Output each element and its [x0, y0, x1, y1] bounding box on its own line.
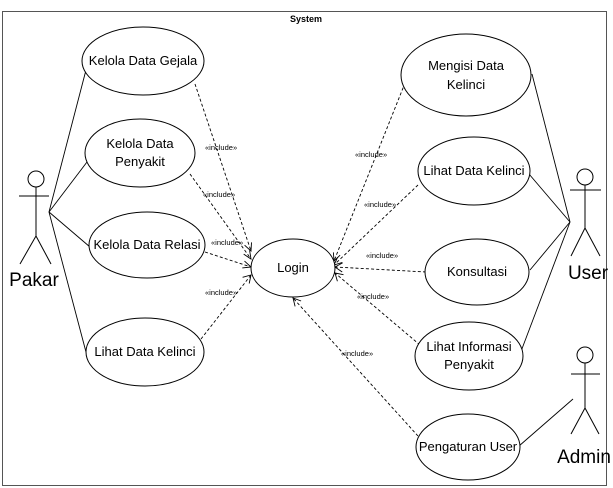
assoc-admin-pengaturan	[518, 398, 574, 447]
use-case-label: Kelola Data Relasi	[94, 237, 201, 252]
stick-figure-icon	[19, 170, 52, 265]
include-dependencies	[189, 77, 427, 437]
assoc-user-lihat-kelinci	[528, 173, 571, 223]
use-case-kelola-data-gejala[interactable]: Kelola Data Gejala	[81, 26, 205, 96]
stick-figure-icon	[570, 168, 601, 257]
system-title: System	[290, 14, 322, 24]
actor-label: Admin	[557, 447, 611, 468]
include-label: «include»	[364, 200, 396, 209]
include-label: «include»	[205, 288, 237, 297]
use-case-label: Mengisi Data	[428, 58, 505, 73]
use-case-label: Konsultasi	[447, 264, 507, 279]
include-labels: «include» «include» «include» «include» …	[203, 143, 398, 358]
use-case-label: Kelola Data Gejala	[89, 53, 198, 68]
actor-admin[interactable]: Admin	[557, 346, 611, 468]
use-case-lihat-informasi-penyakit[interactable]: Lihat Informasi Penyakit	[414, 321, 524, 391]
use-case-lihat-data-kelinci-user[interactable]: Lihat Data Kelinci	[417, 136, 531, 206]
include-mengisi-kelinci	[333, 77, 408, 262]
include-label: «include»	[355, 150, 387, 159]
use-case-konsultasi[interactable]: Konsultasi	[424, 238, 530, 306]
include-kelola-relasi	[204, 251, 252, 268]
actor-label: Pakar	[9, 270, 59, 291]
use-case-label: Lihat Data Kelinci	[94, 344, 195, 359]
include-kelola-penyakit	[189, 173, 252, 260]
include-lihat-informasi	[334, 272, 421, 346]
include-label: «include»	[203, 190, 235, 199]
use-case-kelola-data-penyakit[interactable]: Kelola Data Penyakit	[84, 118, 196, 188]
assoc-pakar-kelola-relasi	[48, 211, 91, 248]
actor-pakar[interactable]: Pakar	[9, 170, 59, 291]
use-case-kelola-data-relasi[interactable]: Kelola Data Relasi	[88, 211, 206, 279]
include-kelola-penyakit-arrowhead	[243, 250, 252, 260]
use-case-label: Kelinci	[447, 77, 485, 92]
actor-label: User	[568, 263, 609, 284]
use-case-label: Penyakit	[115, 154, 165, 169]
use-case-label: Penyakit	[444, 357, 494, 372]
use-case-login[interactable]: Login	[250, 238, 336, 298]
include-label: «include»	[366, 251, 398, 260]
associations	[48, 69, 574, 447]
stick-figure-icon	[570, 346, 600, 435]
assoc-user-lihat-informasi	[519, 221, 571, 355]
use-case-mengisi-data-kelinci[interactable]: Mengisi Data Kelinci	[400, 33, 532, 117]
include-lihat-kelinci-pakar	[200, 274, 252, 340]
assoc-user-konsultasi	[529, 221, 571, 271]
use-case-label: Lihat Data Kelinci	[423, 163, 524, 178]
assoc-pakar-lihat-kelinci	[48, 211, 87, 353]
include-lihat-kelinci-user	[333, 184, 419, 266]
include-pengaturan-user-arrowhead	[292, 297, 302, 307]
system-boundary	[2, 11, 607, 486]
include-label: «include»	[341, 349, 373, 358]
assoc-user-mengisi-kelinci	[531, 73, 571, 223]
use-case-pengaturan-user[interactable]: Pengaturan User	[415, 413, 521, 481]
actor-user[interactable]: User	[568, 168, 609, 284]
use-case-label: Lihat Informasi	[426, 339, 511, 354]
include-kelola-gejala-arrowhead	[244, 242, 252, 252]
use-case-label: Login	[277, 260, 309, 275]
include-label: «include»	[211, 238, 243, 247]
use-case-lihat-data-kelinci-pakar[interactable]: Lihat Data Kelinci	[85, 317, 205, 387]
include-label: «include»	[205, 143, 237, 152]
include-lihat-kelinci-pakar-arrowhead	[242, 274, 252, 284]
include-lihat-informasi-arrowhead	[334, 272, 344, 282]
include-kelola-gejala	[194, 83, 252, 252]
assoc-pakar-kelola-penyakit	[48, 161, 88, 213]
use-case-label: Pengaturan User	[419, 439, 518, 454]
include-label: «include»	[357, 292, 389, 301]
assoc-pakar-kelola-gejala	[48, 69, 87, 213]
use-case-label: Kelola Data	[106, 136, 174, 151]
